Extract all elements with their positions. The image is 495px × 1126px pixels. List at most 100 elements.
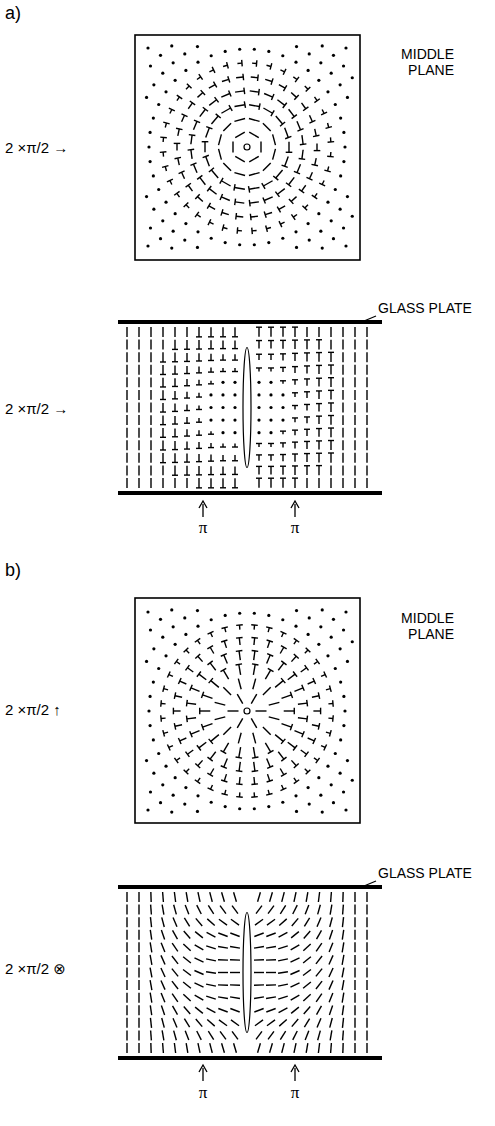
director-line (174, 365, 175, 374)
director-line (278, 972, 288, 974)
director-line (342, 453, 343, 463)
director-line (342, 993, 344, 1003)
director-line (150, 1018, 151, 1028)
director-line (268, 906, 274, 914)
director-dot (238, 243, 241, 246)
director-head (208, 487, 214, 488)
director-dot (152, 83, 155, 86)
director-line (215, 702, 226, 705)
director-line (330, 403, 331, 412)
director-dot (343, 145, 346, 148)
director-line (317, 918, 321, 927)
director-head (174, 191, 179, 195)
director-dot (209, 406, 212, 409)
director-dot (332, 237, 335, 240)
director-line (150, 917, 151, 927)
director-line (354, 415, 355, 425)
director-line (251, 694, 257, 704)
director-head (184, 474, 190, 475)
director-line (330, 478, 331, 488)
director-line (342, 930, 343, 940)
director-line (330, 892, 332, 902)
director-line (161, 955, 165, 964)
director-dot (161, 219, 164, 222)
director-line (207, 1020, 214, 1027)
director-line (366, 917, 367, 927)
director-line (174, 892, 175, 902)
director-line (138, 327, 139, 337)
director-dot (183, 616, 186, 619)
director-dot (146, 610, 149, 613)
director-line (303, 944, 310, 951)
director-line (138, 453, 139, 463)
director-dot (238, 807, 241, 810)
director-line (185, 905, 189, 914)
director-dot (330, 72, 333, 75)
director-line (162, 892, 164, 902)
director-line (298, 703, 307, 704)
director-line (294, 466, 295, 475)
director-head (256, 60, 258, 67)
director-head (234, 199, 236, 206)
director-line (267, 919, 275, 925)
director-line (198, 892, 200, 902)
director-line (318, 905, 321, 915)
director-dot (257, 393, 260, 396)
director-line (210, 327, 211, 337)
director-dot (295, 810, 298, 813)
director-line (223, 687, 231, 695)
director-line (230, 984, 240, 986)
director-dot (342, 160, 345, 163)
director-head (292, 115, 297, 119)
director-line (275, 735, 283, 742)
director-head (283, 69, 286, 75)
director-head (306, 648, 311, 653)
director-line (162, 416, 163, 425)
director-line (219, 1020, 227, 1026)
director-line (162, 917, 165, 927)
director-dot (267, 241, 270, 244)
director-line (306, 454, 307, 463)
director-dot (152, 117, 155, 120)
director-head (321, 112, 327, 115)
director-dot (221, 418, 224, 421)
director-line (306, 404, 307, 410)
director-line (126, 415, 127, 425)
director-line (235, 91, 244, 92)
director-dot (308, 239, 311, 242)
director-line (138, 1043, 139, 1053)
director-line (186, 417, 187, 423)
director-dot (269, 381, 272, 384)
director-head (256, 478, 262, 479)
director-dot (319, 230, 322, 233)
director-dot (294, 61, 297, 64)
director-line (263, 727, 271, 735)
director-line (306, 340, 307, 349)
director-line (235, 156, 245, 162)
director-line (258, 455, 259, 461)
director-head (160, 411, 166, 412)
director-dot (339, 772, 342, 775)
director-head (184, 423, 190, 424)
director-head (172, 423, 178, 424)
director-line (222, 466, 223, 474)
director-line (178, 129, 179, 136)
director-dot (172, 61, 175, 64)
director-line (126, 1043, 127, 1053)
director-head (160, 136, 167, 138)
director-head (207, 757, 212, 761)
director-head (179, 171, 185, 174)
director-head (187, 84, 192, 89)
director-dot (210, 54, 213, 57)
director-dot (334, 752, 337, 755)
director-line (209, 100, 216, 106)
director-line (186, 441, 187, 449)
director-dot (339, 117, 342, 120)
director-head (328, 390, 334, 391)
director-line (187, 668, 193, 672)
director-head (249, 200, 251, 207)
director-head (302, 206, 307, 211)
director-line (162, 352, 163, 362)
director-line (293, 1031, 298, 1040)
director-line (150, 440, 151, 450)
